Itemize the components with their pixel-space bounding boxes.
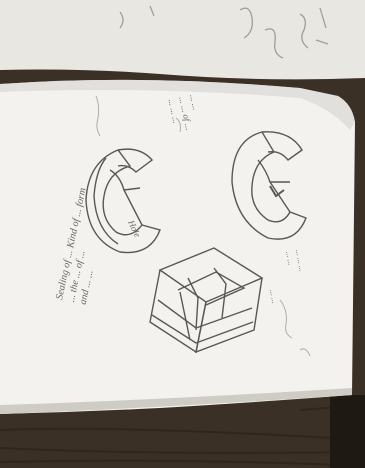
back-page xyxy=(0,0,365,79)
table-shadow xyxy=(330,395,365,468)
main-page xyxy=(0,80,355,414)
